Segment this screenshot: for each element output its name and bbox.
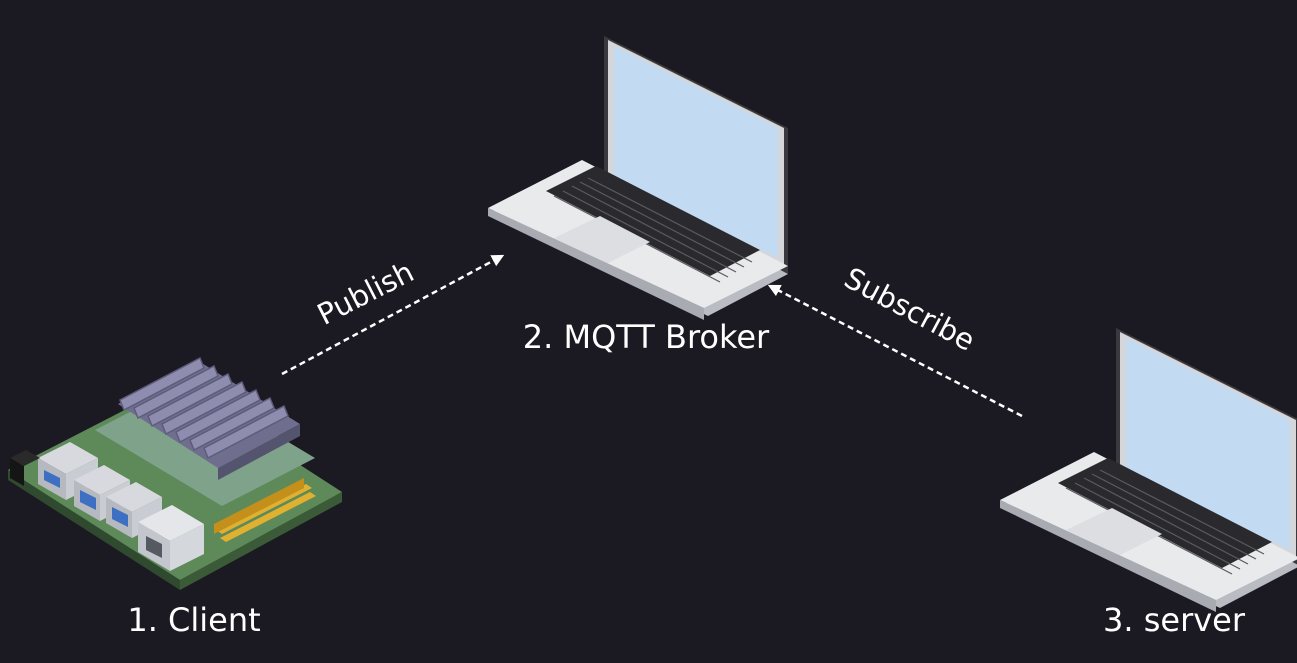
subscribe-arrow bbox=[767, 284, 1023, 418]
server-laptop-icon bbox=[999, 327, 1297, 613]
publish-arrow bbox=[281, 254, 505, 376]
broker-laptop-icon bbox=[487, 35, 789, 321]
jetson-board-icon bbox=[8, 356, 342, 590]
client-label: 1. Client bbox=[127, 601, 260, 639]
gpio-header-icon bbox=[214, 478, 316, 542]
ethernet-port-icon bbox=[138, 505, 204, 571]
broker-label: 2. MQTT Broker bbox=[523, 318, 770, 356]
publish-label: Publish bbox=[312, 254, 420, 331]
server-label: 3. server bbox=[1103, 601, 1246, 639]
subscribe-label: Subscribe bbox=[839, 261, 981, 358]
